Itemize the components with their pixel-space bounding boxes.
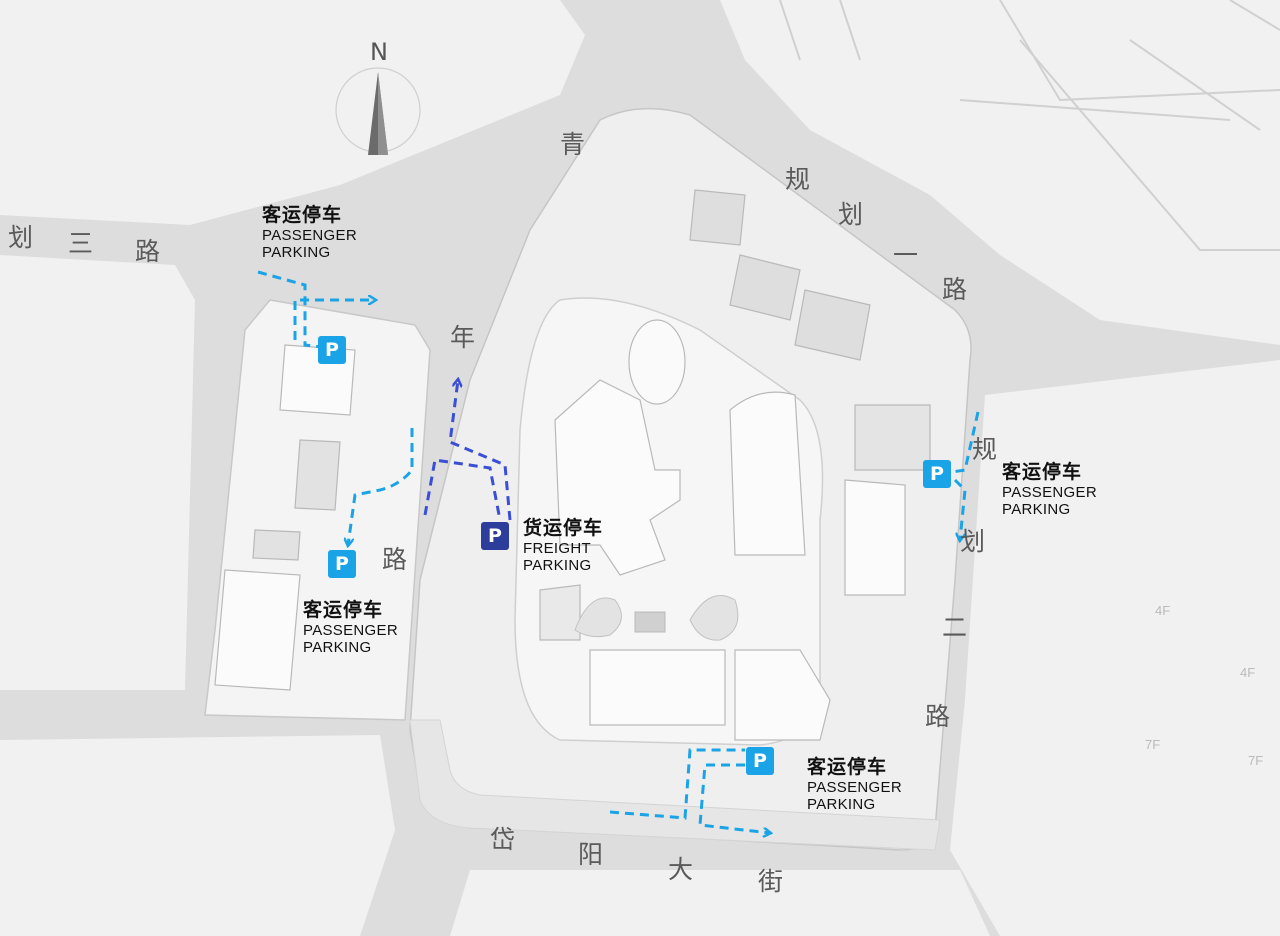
label-cn: 客运停车 (303, 599, 384, 621)
site-parcels (204, 107, 972, 851)
label-en-1: PASSENGER (303, 621, 398, 639)
road-name-guihua1-char-4: 路 (942, 275, 968, 304)
road-name-guihua1-char-2: 划 (838, 200, 864, 229)
label-freight-parking: 货运停车 FREIGHT PARKING (523, 517, 604, 575)
passenger-route-nw (257, 270, 375, 350)
road-name-daiyang-char-2: 阳 (578, 840, 604, 869)
road-name-guihua1-char-1: 规 (785, 165, 811, 194)
road-name-qingnian-char-2: 年 (450, 323, 476, 352)
road-name-daiyang-char-3: 大 (668, 855, 694, 884)
floor-label: 4F (1240, 665, 1256, 680)
road-name-qingnian-char-3: 路 (382, 545, 408, 574)
label-cn: 客运停车 (807, 756, 888, 778)
label-cn: 客运停车 (1002, 461, 1083, 483)
road-name-guihua2-char-4: 路 (925, 702, 951, 731)
label-passenger-parking-s: 客运停车 PASSENGER PARKING (807, 756, 902, 814)
ne-block-lines (779, 0, 1280, 251)
label-en-2: PARKING (303, 639, 372, 657)
road-name-qingnian-char-1: 青 (560, 130, 586, 159)
floor-label: 7F (1145, 737, 1161, 752)
label-en-2: PARKING (1002, 501, 1071, 519)
freight-route (423, 380, 512, 521)
floor-label: 4F (1155, 603, 1171, 618)
label-en-1: PASSENGER (1002, 483, 1097, 501)
label-en-1: PASSENGER (807, 778, 902, 796)
passenger-route-e (951, 411, 980, 540)
label-en-1: PASSENGER (262, 226, 357, 244)
label-passenger-parking-sw: 客运停车 PASSENGER PARKING (303, 599, 398, 657)
road-name-guihua1-char-3: 一 (893, 241, 919, 270)
label-cn: 货运停车 (523, 517, 604, 539)
road-name-guihua2-char-2: 划 (960, 527, 986, 556)
road-name-huasan-char-1: 划 (8, 223, 34, 252)
label-en-2: PARKING (523, 557, 592, 575)
road-name-guihua2-char-1: 规 (972, 435, 998, 464)
parking-icon-passenger-nw[interactable]: P (318, 336, 346, 364)
north-arrow (335, 67, 421, 155)
passenger-route-sw (348, 428, 414, 545)
parking-icon-passenger-s[interactable]: P (746, 747, 774, 775)
north-label: N (370, 38, 388, 66)
parking-icon-freight[interactable]: P (481, 522, 509, 550)
label-passenger-parking-e: 客运停车 PASSENGER PARKING (1002, 461, 1097, 519)
label-en-2: PARKING (807, 796, 876, 814)
road-name-daiyang-char-4: 街 (758, 867, 784, 896)
label-en-2: PARKING (262, 244, 331, 262)
road-name-huasan-char-3: 路 (135, 237, 161, 266)
road-name-daiyang-char-1: 岱 (490, 825, 516, 854)
label-en-1: FREIGHT (523, 539, 591, 557)
label-passenger-parking-nw: 客运停车 PASSENGER PARKING (262, 204, 357, 262)
floor-label: 7F (1248, 753, 1264, 768)
road-name-guihua2-char-3: 二 (942, 613, 968, 642)
label-cn: 客运停车 (262, 204, 343, 226)
parking-icon-passenger-e[interactable]: P (923, 460, 951, 488)
road-name-huasan-char-2: 三 (68, 229, 94, 258)
parking-icon-passenger-sw[interactable]: P (328, 550, 356, 578)
passenger-route-s (609, 748, 770, 833)
